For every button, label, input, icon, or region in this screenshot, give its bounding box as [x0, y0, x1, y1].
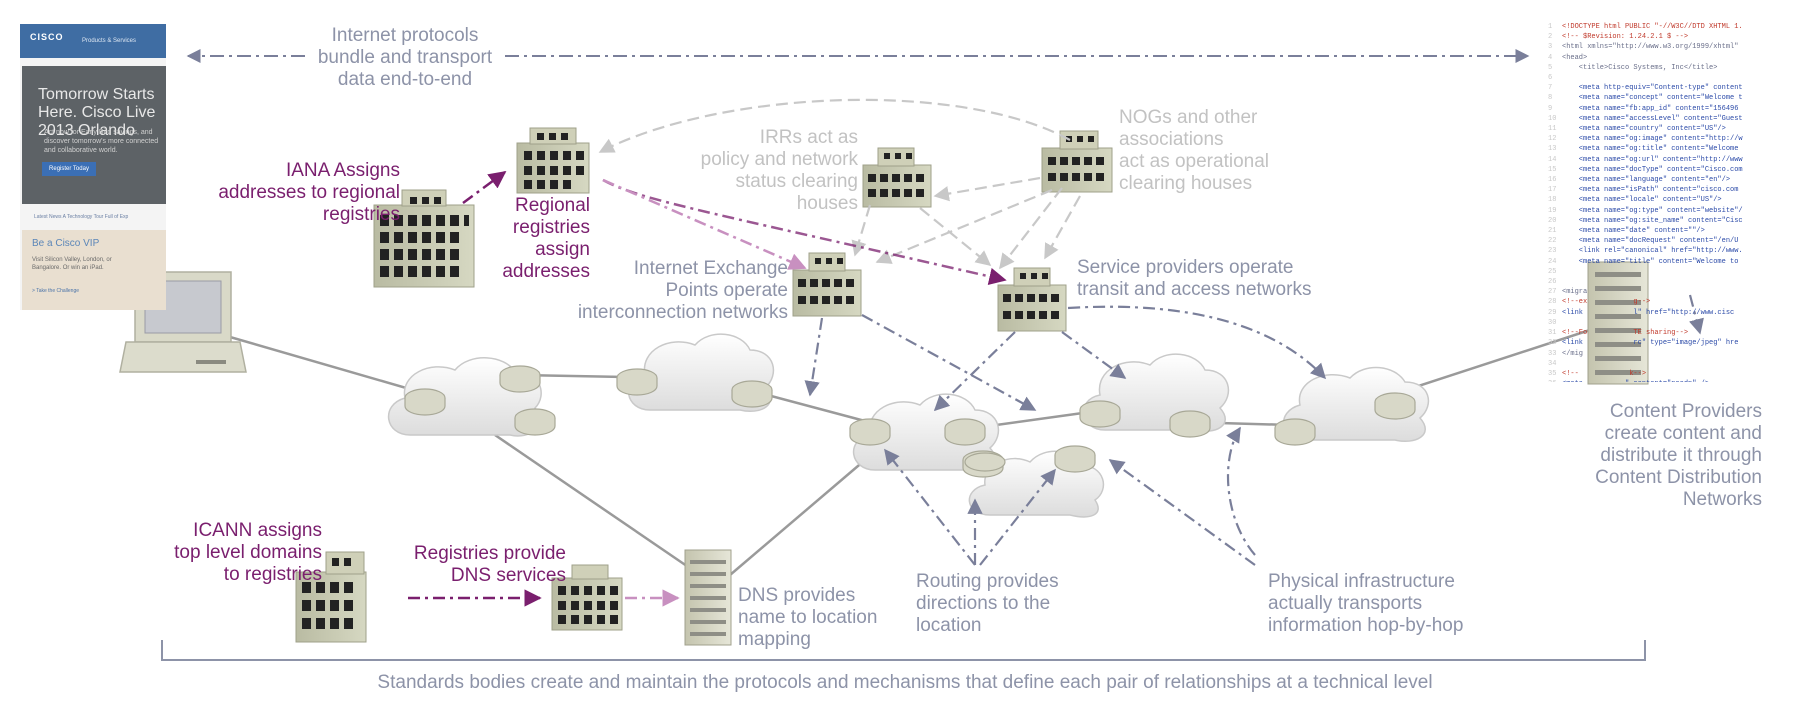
source-line: 21 <meta name="date" content=""/>	[1548, 227, 1705, 236]
standards-bodies-label: Standards bodies create and maintain the…	[377, 672, 1433, 693]
source-line: 24 <meta name="title" content="Welcome t…	[1548, 257, 1739, 266]
source-line: 11 <meta name="country" content="US"/>	[1548, 125, 1726, 134]
source-line: 17 <meta name="isPath" content="cisco.co…	[1548, 186, 1739, 195]
source-line: 18 <meta name="locale" content="US"/>	[1548, 196, 1722, 205]
source-line: 10 <meta name="accessLevel" content="Gue…	[1548, 114, 1743, 123]
source-line: 26	[1548, 278, 1557, 287]
router-icon	[616, 368, 658, 396]
standards-bracket	[161, 640, 1646, 661]
router-icon	[1374, 392, 1416, 420]
routing-arrows	[804, 294, 1704, 566]
building-icon	[792, 252, 862, 317]
source-line: 14 <meta name="og:url" content="http://w…	[1548, 155, 1743, 164]
hero-title: Tomorrow Starts Here. Cisco Live 2013 Or…	[38, 86, 156, 139]
router-icon	[499, 365, 541, 393]
website-screenshot: CISCO Products & Services Tomorrow Start…	[20, 24, 166, 310]
computer-icon	[119, 271, 247, 373]
source-line: 7 <meta http-equiv="Content-type" conten…	[1548, 84, 1743, 93]
source-line: 20 <meta name="og:site_name" content="Ci…	[1548, 216, 1743, 225]
source-line: 27<migra	[1548, 288, 1588, 297]
router-icon	[1079, 400, 1121, 428]
cloud-icon	[1282, 366, 1430, 442]
source-line: 8 <meta name="concept" content="Welcome …	[1548, 94, 1743, 103]
router-icon	[404, 388, 446, 416]
router-icon	[964, 452, 1006, 472]
source-line: 19 <meta name="og:type" content="website…	[1548, 206, 1743, 215]
hero-banner	[22, 66, 166, 204]
router-icon	[849, 418, 891, 446]
router-icons	[404, 365, 1416, 478]
building-icon	[997, 267, 1067, 332]
source-line: 6	[1548, 74, 1553, 83]
building-icon	[1041, 130, 1113, 193]
vip-banner	[22, 230, 166, 310]
source-line: 32<link rc" type="image/jpeg" hre	[1548, 339, 1739, 348]
site-header-bar	[20, 24, 166, 58]
source-line: 30	[1548, 318, 1557, 327]
html-source-code: 1<!DOCTYPE html PUBLIC "-//W3C//DTD XHTM…	[1548, 22, 1766, 382]
router-icon	[731, 380, 773, 408]
vip-title: Be a Cisco VIP	[32, 238, 100, 249]
building-icon	[551, 564, 623, 631]
router-icon	[944, 418, 986, 446]
source-line: 23 <link rel="canonical" href="http://ww…	[1548, 247, 1743, 256]
registry-arrows-light	[602, 178, 807, 607]
source-line: 33</mig	[1548, 349, 1584, 358]
source-line: 15 <meta name="docType" content="Cisco.c…	[1548, 165, 1743, 174]
hero-subtitle: Act now for Early Bird savings, and disc…	[44, 129, 159, 154]
source-line: 12 <meta name="og:image" content="http:/…	[1548, 135, 1743, 144]
source-line: 31<!--Fo TE sharing-->	[1548, 329, 1689, 338]
source-line: 35<!-- k-->	[1548, 369, 1647, 378]
source-line: 1<!DOCTYPE html PUBLIC "-//W3C//DTD XHTM…	[1548, 23, 1743, 31]
building-icon	[516, 127, 590, 194]
source-line: 5 <title>Cisco Systems, Inc</title>	[1548, 63, 1718, 72]
source-line: 36<meta " content="noodp" />	[1548, 379, 1766, 382]
router-icon	[1169, 410, 1211, 438]
source-line: 28<!--ex g-->	[1548, 298, 1651, 307]
clearing-house-arrows	[598, 98, 1081, 270]
source-line: 25	[1548, 267, 1557, 276]
source-line: 16 <meta name="language" content="en"/>	[1548, 176, 1731, 185]
building-icon	[373, 189, 475, 288]
source-line: 13 <meta name="og:title" content="Welcom…	[1548, 145, 1739, 154]
router-icon	[1054, 445, 1096, 473]
building-icons	[295, 127, 1113, 643]
source-line: 29<link l" href="http://www.cisc	[1548, 308, 1735, 317]
source-line: 3<html xmlns="http://www.w3.org/1999/xht…	[1548, 43, 1739, 52]
cisco-logo: CISCO	[30, 32, 64, 42]
register-button: Register Today	[42, 162, 96, 176]
building-icon	[295, 551, 367, 643]
vip-link: > Take the Challenge	[32, 288, 80, 294]
server-icon	[1587, 261, 1649, 385]
source-line: 34	[1548, 359, 1557, 368]
server-icon	[684, 549, 732, 646]
vip-text: Visit Silicon Valley, London, or Bangalo…	[32, 257, 112, 271]
source-line: 2<!-- $Revision: 1.24.2.1 $ -->	[1548, 33, 1689, 42]
building-icon	[862, 147, 932, 208]
router-icon	[514, 408, 556, 436]
latest-news: Latest News A Technology Tour Full of Ex…	[34, 214, 129, 220]
source-line: 4<head>	[1548, 53, 1588, 62]
source-line: 22 <meta name="docRequest" content="/en/…	[1548, 237, 1739, 246]
source-line: 9 <meta name="fb:app_id" content="156496	[1548, 104, 1739, 113]
router-icon	[1274, 418, 1316, 446]
site-nav-label: Products & Services	[82, 38, 137, 44]
